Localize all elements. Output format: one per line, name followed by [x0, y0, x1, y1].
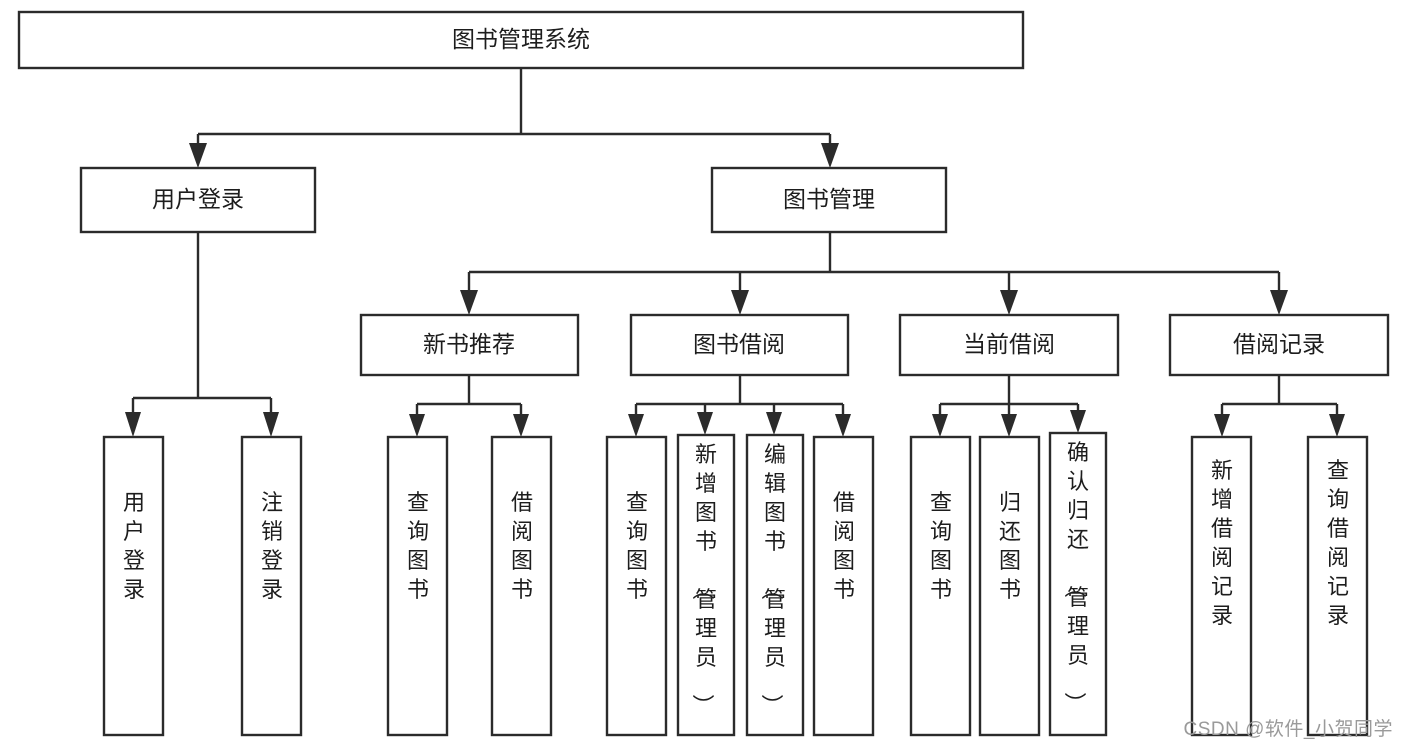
current-borrow-node-box[interactable] [898, 313, 1120, 377]
leaf-bb-query-box[interactable] [605, 435, 668, 737]
leaf-logout-label: 注销登录 [261, 490, 283, 602]
leaf-cb-confirm-box[interactable] [1048, 431, 1108, 737]
borrow-record-node-label: 借阅记录 [1233, 331, 1325, 357]
leaf-node-nb-query-book[interactable]: 查询图书 [386, 435, 449, 737]
arrow-head-to-borrow-record [1270, 290, 1288, 315]
leaf-node-bb-edit-book[interactable]: 编辑图书（管理员） [745, 433, 805, 737]
arrow-head-to-book-manage [821, 143, 839, 168]
leaf-cb-confirm-label: 确认归还（管理员） [1062, 440, 1089, 714]
arrow-head-to-leaf-bb-add [697, 412, 713, 435]
arrow-head-to-leaf-logout [263, 412, 279, 437]
connectors-userlogin-to-leaves [125, 232, 279, 437]
borrow-record-node-box[interactable] [1168, 313, 1390, 377]
arrow-head-to-leaf-br-add [1214, 414, 1230, 437]
arrow-head-to-leaf-nb-borrow [513, 414, 529, 437]
arrow-head-to-leaf-br-query [1329, 414, 1345, 437]
arrow-head-to-new-book [460, 290, 478, 315]
user-login-node-box[interactable] [79, 166, 317, 234]
arrow-head-to-book-borrow [731, 290, 749, 315]
leaf-cb-return-label: 归还图书 [999, 490, 1021, 602]
leaf-nb-query-box[interactable] [386, 435, 449, 737]
connectors-newbook-to-leaves [409, 375, 529, 437]
arrow-head-to-user-login [189, 143, 207, 168]
node-root-book-management-system[interactable]: 图书管理系统 [17, 10, 1025, 70]
arrow-head-to-leaf-cb-confirm [1070, 410, 1086, 433]
node-book-borrow[interactable]: 图书借阅 [629, 313, 850, 377]
leaf-node-bb-query-book[interactable]: 查询图书 [605, 435, 668, 737]
leaf-node-logout[interactable]: 注销登录 [240, 435, 303, 737]
connectors-root-to-level2 [189, 68, 839, 168]
leaf-cb-return-box[interactable] [978, 435, 1041, 737]
leaf-cb-query-label: 查询图书 [930, 490, 952, 602]
leaf-bb-borrow-label: 借阅图书 [833, 490, 855, 602]
leaf-bb-add-label: 新增图书（管理员） [690, 442, 717, 716]
leaf-cb-query-box[interactable] [909, 435, 972, 737]
root-node-label: 图书管理系统 [452, 26, 590, 52]
book-borrow-node-label: 图书借阅 [693, 331, 785, 357]
arrow-head-to-leaf-user-login [125, 412, 141, 437]
leaf-bb-add-box[interactable] [676, 433, 736, 737]
leaf-bb-borrow-box[interactable] [812, 435, 875, 737]
book-management-node-box[interactable] [710, 166, 948, 234]
leaf-bb-edit-label: 编辑图书（管理员） [759, 442, 786, 716]
arrow-head-to-leaf-nb-query [409, 414, 425, 437]
leaf-node-bb-add-book[interactable]: 新增图书（管理员） [676, 433, 736, 737]
node-current-borrow[interactable]: 当前借阅 [898, 313, 1120, 377]
leaf-nb-borrow-box[interactable] [490, 435, 553, 737]
leaf-nb-query-label: 查询图书 [407, 490, 429, 602]
arrow-head-to-leaf-cb-return [1001, 414, 1017, 437]
new-book-recommend-node-box[interactable] [359, 313, 580, 377]
arrow-head-to-leaf-cb-query [932, 414, 948, 437]
leaf-nb-borrow-label: 借阅图书 [511, 490, 533, 602]
user-login-node-label: 用户登录 [152, 186, 244, 212]
leaf-node-user-login[interactable]: 用户登录 [102, 435, 165, 737]
arrow-head-to-leaf-bb-query [628, 414, 644, 437]
leaf-user-login-label: 用户登录 [123, 490, 145, 602]
leaf-br-add-box[interactable] [1190, 435, 1253, 737]
leaf-node-bb-borrow-book[interactable]: 借阅图书 [812, 435, 875, 737]
current-borrow-node-label: 当前借阅 [963, 331, 1055, 357]
new-book-recommend-node-label: 新书推荐 [423, 331, 515, 357]
connectors-bookborrow-to-leaves [628, 375, 851, 437]
leaf-node-cb-return-book[interactable]: 归还图书 [978, 435, 1041, 737]
node-new-book-recommend[interactable]: 新书推荐 [359, 313, 580, 377]
leaf-node-nb-borrow-book[interactable]: 借阅图书 [490, 435, 553, 737]
connectors-borrowrecord-to-leaves [1214, 375, 1345, 437]
leaf-br-query-box[interactable] [1306, 435, 1369, 737]
arrow-head-to-leaf-bb-edit [766, 412, 782, 435]
leaf-logout-box[interactable] [240, 435, 303, 737]
leaf-user-login-box[interactable] [102, 435, 165, 737]
connectors-currentborrow-to-leaves [932, 375, 1086, 437]
leaf-br-query-label: 查询借阅记录 [1327, 458, 1349, 628]
node-borrow-record[interactable]: 借阅记录 [1168, 313, 1390, 377]
arrow-head-to-leaf-bb-borrow [835, 414, 851, 437]
root-node-box[interactable] [17, 10, 1025, 70]
node-user-login[interactable]: 用户登录 [79, 166, 317, 234]
csdn-watermark: CSDN @软件_小贺同学 [1183, 719, 1393, 740]
book-borrow-node-box[interactable] [629, 313, 850, 377]
node-book-management[interactable]: 图书管理 [710, 166, 948, 234]
leaf-bb-edit-box[interactable] [745, 433, 805, 737]
leaf-node-cb-confirm-return[interactable]: 确认归还（管理员） [1048, 431, 1108, 737]
leaf-node-br-query-record[interactable]: 查询借阅记录 [1306, 435, 1369, 737]
connectors-bookmanage-to-level3 [460, 232, 1288, 315]
arrow-head-to-current-borrow [1000, 290, 1018, 315]
leaf-node-br-add-record[interactable]: 新增借阅记录 [1190, 435, 1253, 737]
leaf-bb-query-label: 查询图书 [626, 490, 648, 602]
leaf-node-cb-query-book[interactable]: 查询图书 [909, 435, 972, 737]
leaf-br-add-label: 新增借阅记录 [1211, 458, 1233, 628]
book-management-node-label: 图书管理 [783, 186, 875, 212]
